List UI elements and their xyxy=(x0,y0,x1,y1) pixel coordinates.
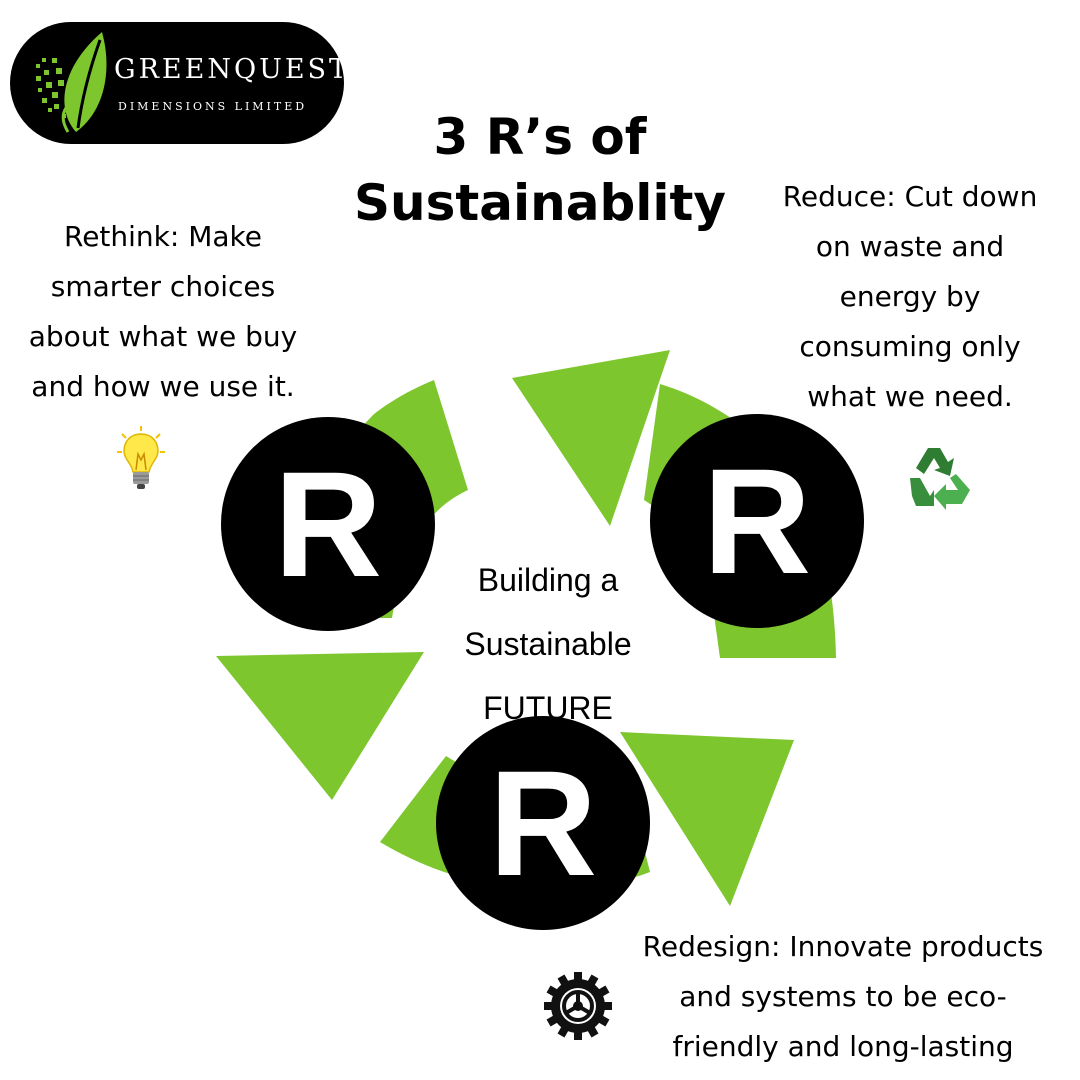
company-logo: GREENQUEST DIMENSIONS LIMITED xyxy=(10,22,347,144)
page-title: 3 R’s of Sustainablity xyxy=(300,104,780,236)
reduce-line: what we need. xyxy=(807,380,1013,413)
arrowhead-left xyxy=(216,652,424,800)
recycle-icon xyxy=(910,448,970,510)
redesign-description: Redesign: Innovate products and systems … xyxy=(618,922,1068,1072)
r-circle-rethink: R xyxy=(221,417,435,631)
rethink-line: smarter choices xyxy=(50,270,276,303)
redesign-line: and systems to be eco- xyxy=(679,980,1007,1013)
center-caption: Building a Sustainable FUTURE xyxy=(418,548,678,740)
arrowhead-top xyxy=(512,350,670,526)
reduce-line: on waste and xyxy=(815,230,1005,263)
redesign-line: friendly and long-lasting xyxy=(672,1030,1014,1063)
title-line-1: 3 R’s of xyxy=(433,108,647,166)
lightbulb-icon xyxy=(117,426,165,489)
reduce-line: Reduce: Cut down xyxy=(782,180,1038,213)
r-circle-reduce: R xyxy=(650,414,864,628)
reduce-description: Reduce: Cut down on waste and energy by … xyxy=(760,172,1060,422)
rethink-line: Rethink: Make xyxy=(64,220,262,253)
rethink-description: Rethink: Make smarter choices about what… xyxy=(8,212,318,412)
arrowhead-bottom xyxy=(620,732,794,906)
rethink-line: about what we buy xyxy=(28,320,298,353)
logo-tagline: DIMENSIONS LIMITED xyxy=(118,100,308,113)
reduce-line: consuming only xyxy=(799,330,1021,363)
leaf-logo-icon xyxy=(36,32,107,133)
rethink-line: and how we use it. xyxy=(31,370,295,403)
title-line-2: Sustainablity xyxy=(353,174,727,232)
logo-brand-name: GREENQUEST xyxy=(114,54,351,85)
redesign-line: Redesign: Innovate products xyxy=(642,930,1044,963)
r-circle-redesign: R xyxy=(436,716,650,930)
reduce-line: energy by xyxy=(839,280,981,313)
gear-icon xyxy=(544,972,612,1040)
center-line-1: Building a xyxy=(477,562,619,598)
center-line-3: FUTURE xyxy=(483,690,613,726)
center-line-2: Sustainable xyxy=(464,626,632,662)
